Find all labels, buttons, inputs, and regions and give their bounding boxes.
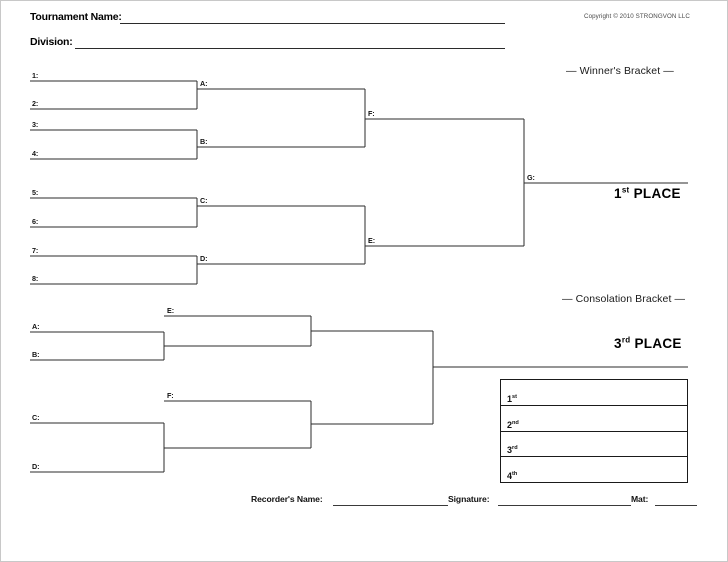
results-table: 1st 2nd 3rd 4th bbox=[500, 379, 688, 483]
mat-input-rule[interactable] bbox=[655, 505, 697, 506]
cb-seed-label-c: C: bbox=[32, 413, 40, 422]
signature-input-rule[interactable] bbox=[498, 505, 631, 506]
cb-seed-label-a: A: bbox=[32, 322, 40, 331]
cb-feed-label-e: E: bbox=[167, 306, 174, 315]
wb-seed-label-1: 1: bbox=[32, 71, 39, 80]
winners-bracket-heading: — Winner's Bracket — bbox=[566, 65, 674, 77]
wb-final-label-g: G: bbox=[527, 173, 535, 182]
first-place-ordinal: st bbox=[621, 185, 630, 195]
wb-seed-label-7: 7: bbox=[32, 246, 39, 255]
mat-label: Mat: bbox=[631, 494, 649, 504]
results-number-2: 2 bbox=[507, 419, 513, 430]
results-suffix-3: rd bbox=[512, 445, 518, 452]
first-place-word: PLACE bbox=[633, 186, 681, 201]
results-number-1: 1 bbox=[507, 393, 513, 404]
recorder-name-input-rule[interactable] bbox=[333, 505, 448, 506]
tournament-name-label: Tournament Name: bbox=[30, 11, 122, 23]
wb-round2-label-b: B: bbox=[200, 137, 208, 146]
wb-seed-label-5: 5: bbox=[32, 188, 39, 197]
cb-seed-label-b: B: bbox=[32, 350, 40, 359]
results-suffix-1: st bbox=[512, 393, 517, 400]
results-ordinal-1: 1st bbox=[507, 394, 517, 404]
results-row-4[interactable]: 4th bbox=[501, 457, 687, 482]
results-row-1[interactable]: 1st bbox=[501, 380, 687, 406]
division-label: Division: bbox=[30, 36, 73, 48]
results-suffix-4: th bbox=[512, 471, 518, 477]
wb-seed-label-2: 2: bbox=[32, 99, 39, 108]
third-place-number: 3 bbox=[614, 336, 622, 351]
results-number-3: 3 bbox=[507, 445, 513, 456]
consolation-bracket-heading: — Consolation Bracket — bbox=[562, 293, 686, 305]
wb-seed-label-4: 4: bbox=[32, 149, 39, 158]
wb-seed-label-6: 6: bbox=[32, 217, 39, 226]
wb-seed-label-8: 8: bbox=[32, 274, 39, 283]
division-input-rule[interactable] bbox=[75, 48, 505, 49]
results-number-4: 4 bbox=[507, 471, 513, 481]
copyright-notice: Copyright © 2010 STRONGVON LLC bbox=[584, 13, 690, 20]
results-ordinal-2: 2nd bbox=[507, 420, 519, 430]
wb-round2-label-c: C: bbox=[200, 196, 208, 205]
cb-feed-label-f: F: bbox=[167, 391, 174, 400]
tournament-name-input-rule[interactable] bbox=[120, 23, 505, 24]
results-row-3[interactable]: 3rd bbox=[501, 432, 687, 458]
third-place-word: PLACE bbox=[634, 336, 682, 351]
third-place-label: 3rd PLACE bbox=[614, 336, 682, 351]
wb-round3-label-f: F: bbox=[368, 109, 375, 118]
first-place-label: 1st PLACE bbox=[614, 186, 681, 201]
third-place-ordinal: rd bbox=[621, 335, 631, 345]
results-suffix-2: nd bbox=[512, 419, 519, 426]
results-row-2[interactable]: 2nd bbox=[501, 406, 687, 432]
results-ordinal-4: 4th bbox=[507, 471, 517, 481]
wb-seed-label-3: 3: bbox=[32, 120, 39, 129]
cb-seed-label-d: D: bbox=[32, 462, 40, 471]
wb-round2-label-a: A: bbox=[200, 79, 208, 88]
results-ordinal-3: 3rd bbox=[507, 445, 518, 455]
first-place-number: 1 bbox=[614, 186, 622, 201]
wb-round3-label-e: E: bbox=[368, 236, 375, 245]
recorder-name-label: Recorder's Name: bbox=[251, 494, 323, 504]
signature-label: Signature: bbox=[448, 494, 490, 504]
wb-round2-label-d: D: bbox=[200, 254, 208, 263]
